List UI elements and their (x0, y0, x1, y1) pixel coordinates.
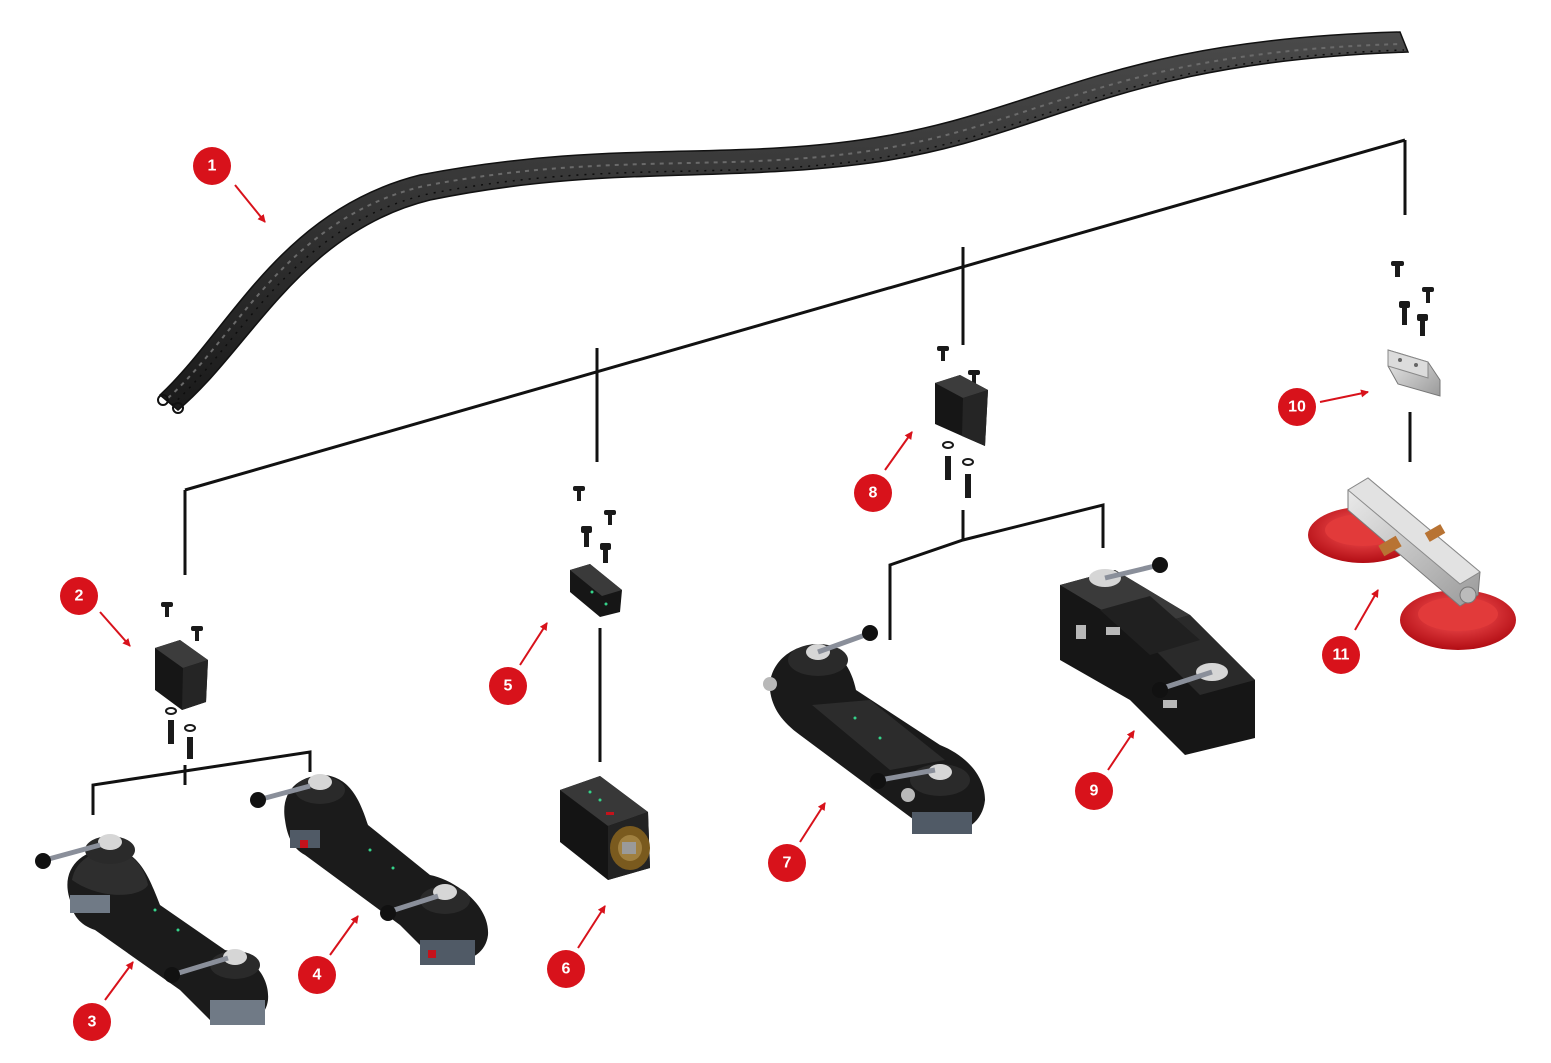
callout-11-label: 11 (1333, 647, 1350, 664)
connector-lines (91, 138, 1412, 815)
callout-7: 7 (768, 844, 806, 882)
screw-set-8-icon (937, 346, 980, 498)
arrow-4 (329, 915, 359, 956)
callout-3: 3 (73, 1003, 111, 1041)
callout-4: 4 (298, 956, 336, 994)
callout-1: 1 (193, 147, 231, 185)
arrow-5 (519, 622, 548, 666)
arrow-6 (577, 905, 606, 949)
arrow-9 (1107, 730, 1135, 771)
rail-adapter-block-icon (155, 640, 208, 710)
callout-2-label: 2 (75, 588, 84, 605)
arrow-11 (1354, 589, 1379, 631)
callout-10: 10 (1278, 388, 1316, 426)
arrow-7 (799, 802, 826, 843)
callout-11: 11 (1322, 636, 1360, 674)
callout-arrows (99, 184, 1379, 1001)
arrow-3 (104, 961, 134, 1001)
callout-9: 9 (1075, 772, 1113, 810)
connector-2-split (91, 750, 312, 815)
adapter-block-icon (935, 375, 988, 446)
callout-9-label: 9 (1090, 783, 1099, 800)
arrow-2 (99, 611, 131, 647)
callout-6: 6 (547, 950, 585, 988)
arrow-8 (884, 431, 913, 471)
magnetic-base-icon-9 (1060, 557, 1255, 755)
callout-1-label: 1 (208, 158, 217, 175)
magnetic-base-icon-7 (763, 625, 985, 834)
callout-10-label: 10 (1288, 399, 1306, 416)
metal-adapter-icon (1387, 349, 1441, 397)
magnet-block-icon (560, 776, 650, 880)
callout-5: 5 (489, 667, 527, 705)
callout-6-label: 6 (562, 961, 571, 978)
suction-cup-base-icon (1308, 477, 1516, 650)
connector-8-split (888, 503, 1105, 640)
callout-5-label: 5 (504, 678, 513, 695)
magnetic-base-icon-3 (35, 834, 269, 1025)
screw-set-10-icon (1391, 261, 1434, 336)
screw-set-5-icon (573, 486, 616, 563)
connector-main-diagonal (184, 138, 1406, 492)
callout-7-label: 7 (783, 855, 792, 872)
arrow-10 (1319, 389, 1369, 403)
callout-8: 8 (854, 474, 892, 512)
callout-3-label: 3 (88, 1014, 97, 1031)
magnetic-base-icon-4 (250, 774, 489, 965)
callout-2: 2 (60, 577, 98, 615)
screw-set-2-icon (161, 602, 203, 759)
arrow-1 (234, 184, 266, 223)
callout-4-label: 4 (313, 967, 322, 984)
callout-8-label: 8 (869, 485, 878, 502)
flexible-rail-icon (157, 31, 1410, 414)
adapter-block-icon-5 (570, 564, 622, 617)
